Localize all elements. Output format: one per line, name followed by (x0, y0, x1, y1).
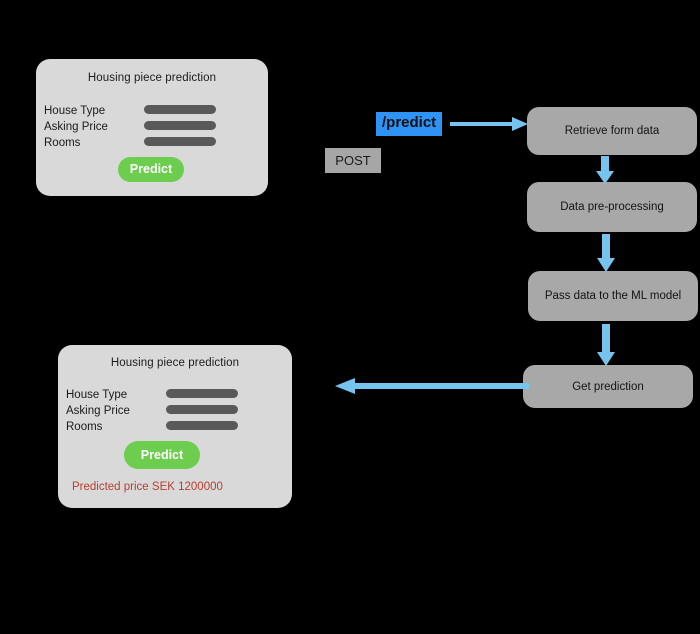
form-field-row: Rooms (58, 419, 292, 435)
field-label-rooms: Rooms (66, 421, 103, 433)
field-label-house-type: House Type (44, 105, 106, 117)
field-input-rooms[interactable] (166, 421, 238, 430)
housing-form-card-top: Housing piece prediction House Type Aski… (36, 59, 268, 196)
card-title: Housing piece prediction (87, 72, 217, 84)
http-method-label: POST (325, 148, 381, 173)
card-title: Housing piece prediction (110, 357, 240, 369)
field-input-house-type[interactable] (144, 105, 216, 114)
field-input-house-type[interactable] (166, 389, 238, 398)
field-input-asking-price[interactable] (144, 121, 216, 130)
form-field-row: Asking Price (58, 403, 292, 419)
form-field-row: Asking Price (36, 119, 268, 135)
arrow-down-to-get-prediction-icon (597, 324, 615, 366)
arrow-right-request-icon (450, 117, 528, 131)
flow-node-label: Retrieve form data (564, 125, 660, 137)
form-fields: House Type Asking Price Rooms (36, 103, 268, 151)
prediction-result-text: Predicted price SEK 1200000 (72, 481, 223, 493)
flow-node-get-prediction: Get prediction (523, 365, 693, 408)
flow-node-label: Data pre-processing (560, 201, 664, 213)
flow-node-data-pre-processing: Data pre-processing (527, 182, 697, 232)
field-label-house-type: House Type (66, 389, 128, 401)
flow-node-label: Get prediction (572, 380, 644, 393)
flow-node-label: Pass data to the ML model (544, 290, 682, 302)
endpoint-label: /predict (376, 112, 443, 136)
housing-form-card-bottom: Housing piece prediction House Type Aski… (58, 345, 292, 508)
flow-node-pass-data-to-ml-model: Pass data to the ML model (528, 271, 698, 321)
flow-node-retrieve-form-data: Retrieve form data (527, 107, 697, 155)
predict-button[interactable]: Predict (118, 157, 184, 182)
arrow-down-to-preprocessing-icon (596, 156, 614, 184)
predict-button[interactable]: Predict (124, 441, 200, 469)
form-fields: House Type Asking Price Rooms (58, 387, 292, 435)
form-field-row: Rooms (36, 135, 268, 151)
field-label-asking-price: Asking Price (66, 405, 130, 417)
field-input-rooms[interactable] (144, 137, 216, 146)
arrow-down-to-ml-model-icon (597, 234, 615, 272)
field-input-asking-price[interactable] (166, 405, 238, 414)
form-field-row: House Type (58, 387, 292, 403)
arrow-left-response-icon (335, 378, 529, 394)
field-label-asking-price: Asking Price (44, 121, 108, 133)
form-field-row: House Type (36, 103, 268, 119)
field-label-rooms: Rooms (44, 137, 81, 149)
